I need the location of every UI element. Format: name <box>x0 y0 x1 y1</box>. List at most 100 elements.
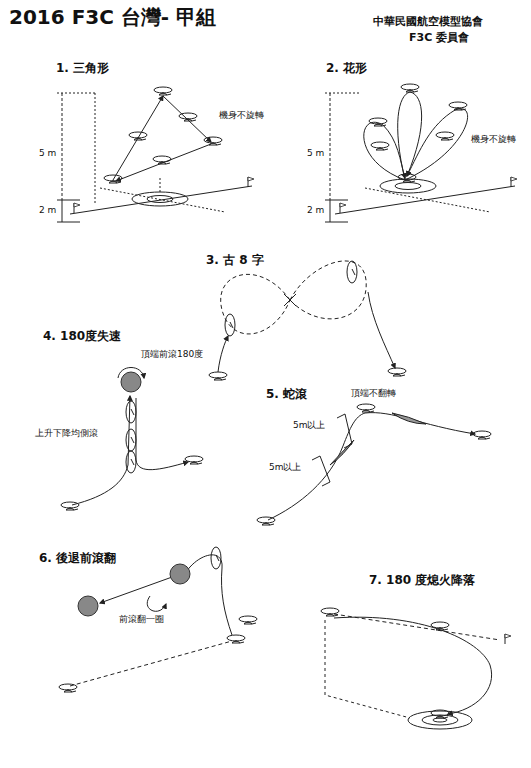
flight-path <box>334 614 500 640</box>
figure-ellipse <box>132 192 188 206</box>
figure-heading: 7. 180 度熄火降落 <box>368 574 476 588</box>
figure-symbol <box>61 502 79 510</box>
figure-symbol <box>401 84 419 92</box>
figure-symbol <box>340 203 346 213</box>
figure-line <box>325 222 348 223</box>
figure-symbol <box>78 596 98 616</box>
figure-3-figure-eight <box>209 261 406 380</box>
figure-symbol <box>74 203 80 213</box>
figure-symbol <box>170 564 190 584</box>
flight-path <box>312 456 330 486</box>
note: 機身不旋轉 <box>470 134 517 144</box>
figure-symbol <box>154 87 172 95</box>
figure-ellipse <box>395 183 421 190</box>
figure-heading: 5. 蛇滾 <box>265 388 308 402</box>
figure-symbol <box>357 404 375 412</box>
figure-symbol <box>371 142 389 150</box>
figure-symbol <box>388 368 406 376</box>
figure-line <box>330 93 331 200</box>
figure-ellipse <box>408 711 472 729</box>
dimension: 5m以上 <box>268 462 303 472</box>
flight-path <box>113 96 163 180</box>
figure-line <box>57 93 95 94</box>
flight-path <box>334 617 492 714</box>
figure-symbol <box>511 177 517 187</box>
figure-heading: 4. 180度失速 <box>42 330 122 344</box>
figure-symbol <box>369 118 387 126</box>
figure-line <box>330 200 331 222</box>
figure-line <box>160 178 161 192</box>
flight-path <box>147 596 166 611</box>
figure-symbol <box>257 517 275 525</box>
figure-symbol <box>248 177 254 187</box>
note: 前滾翻一圈 <box>118 614 165 624</box>
figure-symbol <box>347 261 357 283</box>
flight-path <box>268 413 475 520</box>
figure-symbol <box>431 622 449 630</box>
figure-line <box>335 186 515 214</box>
flight-path <box>72 396 130 505</box>
figure-symbol <box>129 132 147 140</box>
figure-symbol <box>227 635 245 643</box>
figure-symbol <box>436 132 454 140</box>
dimension: 2 m <box>38 205 57 215</box>
page-title: 2016 F3C 台灣- 甲組 <box>8 6 217 29</box>
figure-7-autorotation <box>321 608 511 729</box>
figure-symbol <box>179 113 197 121</box>
dimension: 5 m <box>38 148 57 158</box>
figure-symbol <box>239 616 257 624</box>
figure-5-snake-roll <box>257 404 491 525</box>
figure-symbol <box>126 401 136 423</box>
flight-path <box>398 92 422 180</box>
figure-symbol <box>104 175 122 183</box>
figure-symbol <box>321 608 339 616</box>
flight-path <box>284 294 296 306</box>
figure-heading: 3. 古 8 字 <box>205 254 265 268</box>
flight-path <box>392 413 426 424</box>
figure-symbol <box>126 451 136 473</box>
figure-line <box>325 93 360 94</box>
figure-line <box>95 93 96 205</box>
figure-6-backward-loop <box>59 547 257 692</box>
figure-line <box>365 188 490 212</box>
flight-path <box>70 641 232 686</box>
note: 上升下降均側滾 <box>34 428 99 438</box>
figure-heading: 6. 後退前滾翻 <box>38 552 117 566</box>
dimension: 5m以上 <box>292 420 327 430</box>
flight-path <box>368 292 395 368</box>
figure-symbol <box>126 429 136 451</box>
figure-symbol <box>431 710 449 718</box>
figure-4-stall-turn <box>61 368 203 511</box>
flight-path <box>330 440 354 465</box>
figure-symbol <box>121 372 141 392</box>
dimension: 5 m <box>306 148 325 158</box>
flight-path <box>325 620 410 718</box>
flight-path <box>100 555 232 635</box>
flight-path <box>116 144 211 181</box>
figure-symbol <box>505 634 511 644</box>
figure-symbol <box>185 456 203 464</box>
figure-symbol <box>449 102 467 110</box>
figure-ellipse <box>147 196 173 203</box>
figure-line <box>62 200 63 222</box>
figure-symbol <box>211 547 221 569</box>
flight-path <box>364 122 405 180</box>
figure-symbol <box>398 174 416 182</box>
figure-symbol <box>209 372 227 380</box>
note: 頂端前滾180度 <box>140 349 204 359</box>
note: 頂端不翻轉 <box>350 388 397 398</box>
figure-line <box>70 186 252 214</box>
figure-symbol <box>473 431 491 439</box>
flight-path <box>337 414 352 448</box>
figure-1-triangle <box>57 87 254 222</box>
figure-2-flower <box>325 84 517 222</box>
org-name: 中華民國航空模型協會 <box>372 16 484 29</box>
figure-line <box>57 200 80 201</box>
figure-line <box>325 200 348 201</box>
flight-path <box>136 398 188 470</box>
flight-path <box>405 109 468 180</box>
figure-ellipse <box>380 179 436 193</box>
figure-ellipse <box>433 718 447 722</box>
figure-symbol <box>59 684 77 692</box>
